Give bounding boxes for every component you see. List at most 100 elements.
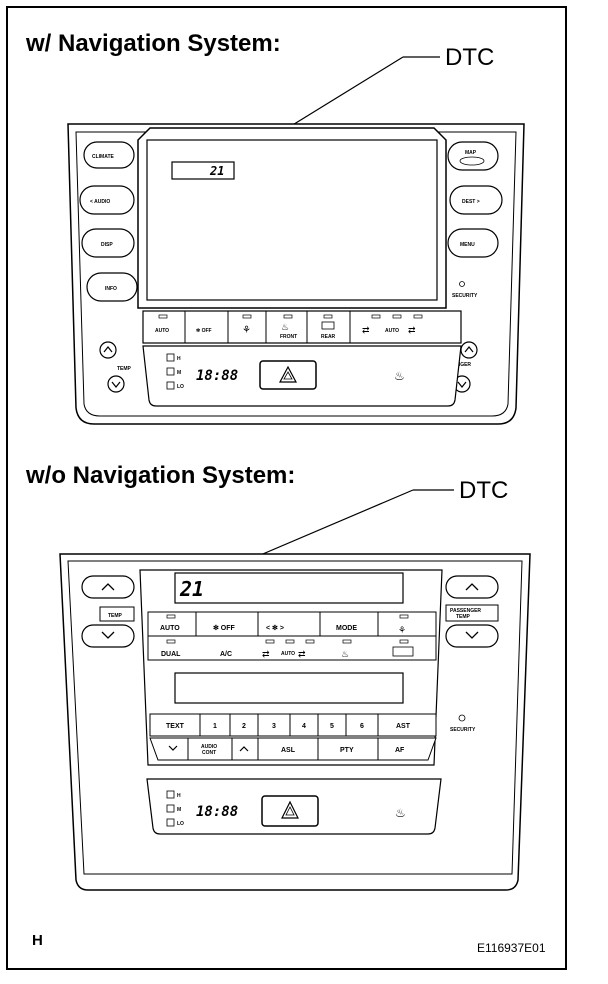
nonav-pass-temp-up-button[interactable] bbox=[445, 575, 499, 599]
dest-button-label: DEST > bbox=[462, 199, 480, 205]
nav-temp-left-label: TEMP bbox=[117, 366, 132, 372]
nonav-fan-button[interactable]: < ✻ > bbox=[266, 624, 284, 632]
chevron-down-icon bbox=[465, 631, 479, 639]
seat-heater-icon[interactable]: ♨ bbox=[394, 369, 405, 383]
nonav-audio-row-2 bbox=[149, 737, 437, 761]
nonav-pass-temp-label-box bbox=[445, 604, 499, 622]
climate-button[interactable] bbox=[83, 141, 135, 169]
nonav-pty-button[interactable]: PTY bbox=[340, 747, 354, 754]
nonav-audio-row-1 bbox=[149, 713, 437, 737]
nonav-audio-display bbox=[174, 672, 404, 704]
rear-defog-label: REAR bbox=[321, 334, 336, 340]
chevron-up-icon bbox=[464, 346, 474, 353]
nav-air-auto-label[interactable]: AUTO bbox=[385, 328, 399, 334]
disp-button-label: DISP bbox=[101, 242, 113, 248]
nonav-auto-button[interactable]: AUTO bbox=[160, 625, 180, 632]
front-defog-label: FRONT bbox=[280, 334, 297, 340]
audio-cont-label-1[interactable]: AUDIO bbox=[201, 744, 217, 750]
nonav-seat-level-m: M bbox=[177, 807, 181, 813]
nonav-ast-button[interactable]: AST bbox=[396, 723, 411, 730]
nav-climate-row: AUTO ✻ OFF ⚘ ♨ FRONT REAR ⇄ AUTO ⇄ bbox=[142, 310, 462, 344]
nonav-ac-button[interactable]: A/C bbox=[220, 651, 232, 658]
nonav-seat-level-h: H bbox=[177, 793, 181, 799]
nav-auto-button[interactable]: AUTO bbox=[155, 328, 169, 334]
nonav-seat-heater-icon[interactable]: ♨ bbox=[395, 806, 406, 820]
voice-oval-icon bbox=[459, 156, 485, 166]
info-button[interactable] bbox=[86, 272, 138, 302]
nav-left-buttons: CLIMATE < AUDIO DISP INFO bbox=[79, 141, 138, 302]
nonav-dual-button[interactable]: DUAL bbox=[161, 651, 181, 658]
nonav-pass-temp-down-button[interactable] bbox=[445, 624, 499, 648]
nonav-pass-temp-label-1: PASSENGER bbox=[450, 608, 481, 614]
audio-button[interactable] bbox=[79, 185, 135, 215]
preset-2-button[interactable]: 2 bbox=[242, 723, 246, 730]
nav-ac-off-button[interactable]: ✻ OFF bbox=[196, 328, 212, 334]
chevron-down-icon bbox=[457, 381, 467, 388]
preset-1-button[interactable]: 1 bbox=[213, 723, 217, 730]
dest-button[interactable] bbox=[449, 185, 503, 215]
dtc-label-nav: DTC bbox=[445, 44, 494, 71]
nav-panel-inner-bezel bbox=[75, 131, 517, 417]
front-defog-icon[interactable]: ♨ bbox=[281, 322, 289, 332]
fan-icon[interactable]: ⚘ bbox=[242, 325, 251, 336]
nonav-asl-button[interactable]: ASL bbox=[281, 747, 296, 754]
chevron-up-icon bbox=[101, 583, 115, 591]
nav-climate-strip bbox=[142, 310, 462, 344]
nonav-temp-label-box bbox=[99, 606, 135, 622]
nonav-text-button[interactable]: TEXT bbox=[166, 723, 185, 730]
nonav-vent-icon[interactable]: ⚘ bbox=[398, 625, 406, 635]
nav-clock: 18:88 bbox=[196, 368, 238, 384]
seat-level-lo: LO bbox=[177, 384, 184, 390]
nonav-temp-left-label: TEMP bbox=[108, 613, 123, 619]
menu-button-label: MENU bbox=[460, 242, 475, 248]
audio-button-label: < AUDIO bbox=[90, 199, 110, 205]
nonav-panel: 21 TEMP PASSENGER TEMP AUTO ✻ OFF < ✻ > … bbox=[59, 553, 531, 891]
nonav-ac-off-button[interactable]: ✻ OFF bbox=[213, 624, 236, 632]
security-label: SECURITY bbox=[452, 293, 478, 299]
disp-button[interactable] bbox=[81, 228, 135, 258]
audio-cont-label-2: CONT bbox=[202, 750, 216, 756]
seat-level-m: M bbox=[177, 370, 181, 376]
nonav-pass-temp-label-2: TEMP bbox=[456, 614, 471, 620]
recirc-icon[interactable]: ⇄ bbox=[362, 325, 370, 335]
nonav-mode-button[interactable]: MODE bbox=[336, 625, 357, 632]
chevron-down-icon bbox=[111, 381, 121, 388]
nonav-front-defog-icon[interactable]: ♨ bbox=[341, 649, 349, 659]
nonav-recirc-icon[interactable]: ⇄ bbox=[262, 649, 270, 659]
figure-code: E116937E01 bbox=[477, 941, 546, 955]
preset-6-button[interactable]: 6 bbox=[360, 723, 364, 730]
map-voice-button[interactable] bbox=[447, 141, 499, 171]
nav-dtc-display-box bbox=[171, 161, 235, 180]
menu-button[interactable] bbox=[447, 228, 499, 258]
nonav-temp-down-button[interactable] bbox=[81, 624, 135, 648]
nav-temp-down-button[interactable] bbox=[107, 375, 125, 393]
audio-down-chevron-icon[interactable] bbox=[168, 745, 178, 751]
nav-pass-temp-up-button[interactable] bbox=[460, 341, 478, 359]
preset-3-button[interactable]: 3 bbox=[272, 723, 276, 730]
info-button-label: INFO bbox=[105, 286, 117, 292]
dtc-label-nonav: DTC bbox=[459, 477, 508, 504]
corner-letter: H bbox=[32, 932, 43, 949]
audio-up-chevron-icon[interactable] bbox=[239, 746, 249, 752]
chevron-up-icon bbox=[103, 346, 113, 353]
nonav-dtc-display-code: 21 bbox=[179, 577, 204, 601]
map-voice-button-label: MAP bbox=[465, 150, 477, 156]
fresh-air-icon[interactable]: ⇄ bbox=[408, 325, 416, 335]
preset-4-button[interactable]: 4 bbox=[302, 723, 306, 730]
climate-button-label: CLIMATE bbox=[92, 154, 115, 160]
nonav-climate-row-1 bbox=[147, 611, 437, 637]
nav-panel: 21 CLIMATE < AUDIO DISP INFO MAP DEST > … bbox=[67, 123, 525, 425]
preset-5-button[interactable]: 5 bbox=[330, 723, 334, 730]
hazard-icon bbox=[281, 800, 299, 819]
nonav-rear-defog-icon[interactable] bbox=[392, 646, 414, 657]
nonav-temp-up-button[interactable] bbox=[81, 575, 135, 599]
nonav-air-auto-label[interactable]: AUTO bbox=[281, 651, 295, 657]
section-nonav-title: w/o Navigation System: bbox=[25, 462, 295, 489]
nonav-seat-level-lo: LO bbox=[177, 821, 184, 827]
rear-defog-icon[interactable] bbox=[321, 321, 335, 330]
chevron-down-icon bbox=[101, 631, 115, 639]
nonav-af-button[interactable]: AF bbox=[395, 747, 405, 754]
nonav-fresh-air-icon[interactable]: ⇄ bbox=[298, 649, 306, 659]
nav-temp-up-button[interactable] bbox=[99, 341, 117, 359]
